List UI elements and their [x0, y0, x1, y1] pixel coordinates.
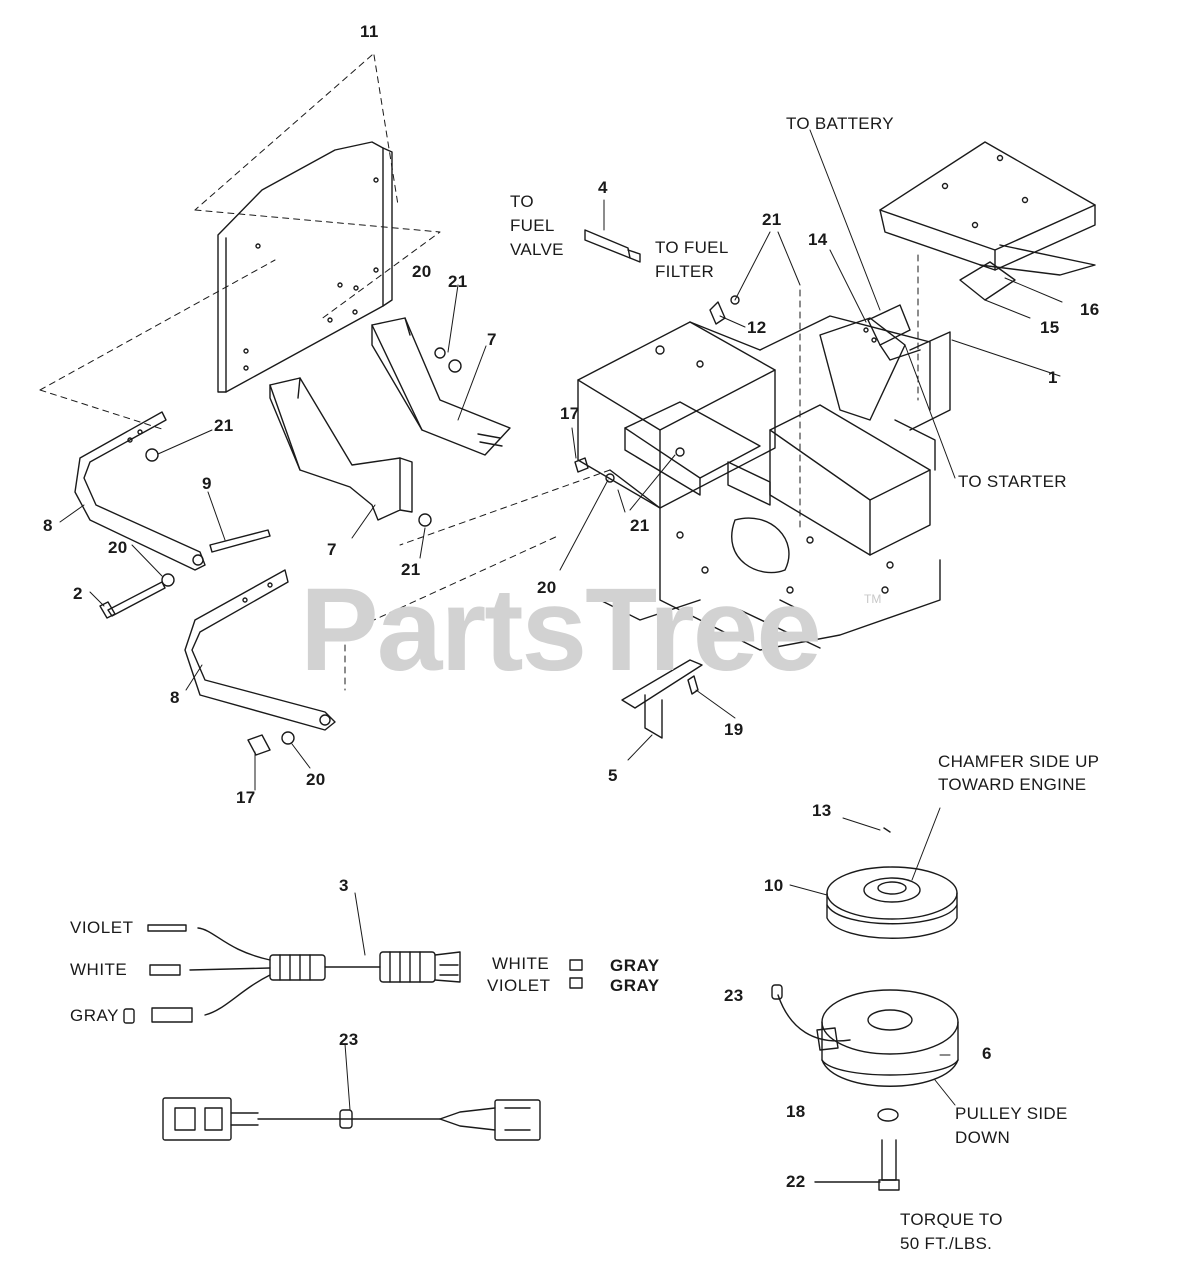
note-to: TO	[510, 192, 534, 211]
mount-plate-11	[217, 141, 393, 393]
callout-8-lower: 8	[170, 688, 180, 707]
callout-14: 14	[808, 230, 828, 249]
note-fuel: FUEL	[510, 216, 555, 235]
wire-label-violet: VIOLET	[70, 918, 134, 937]
callout-13: 13	[812, 801, 832, 820]
callout-17-upper: 17	[560, 404, 580, 423]
wire-label-white-right: WHITE	[492, 954, 550, 973]
callout-12: 12	[747, 318, 767, 337]
arm-8-lower	[184, 569, 336, 731]
harness-3	[123, 924, 583, 1024]
callout-16: 16	[1080, 300, 1100, 319]
note-to-starter: TO STARTER	[958, 472, 1067, 491]
clutch-6	[771, 984, 959, 1191]
callout-3: 3	[339, 876, 349, 895]
callout-21-frame: 21	[630, 516, 650, 535]
callout-21-lower: 21	[401, 560, 421, 579]
pin-9	[209, 529, 271, 553]
parts-tree-watermark: PartsTree	[300, 564, 822, 696]
note-filter: FILTER	[655, 262, 715, 281]
harness-23	[162, 1097, 541, 1141]
callout-1: 1	[1048, 368, 1058, 387]
callout-19: 19	[724, 720, 744, 739]
washers-20-21	[145, 347, 462, 756]
wire-label-white: WHITE	[70, 960, 128, 979]
callout-22: 22	[786, 1172, 806, 1191]
note-to-fuel: TO FUEL	[655, 238, 729, 257]
note-valve: VALVE	[510, 240, 564, 259]
callout-10: 10	[764, 876, 784, 895]
callout-21-upper: 21	[762, 210, 782, 229]
pulley-10	[826, 827, 958, 939]
bracket-7-right	[371, 317, 511, 456]
callout-21-mid: 21	[448, 272, 468, 291]
note-chamfer-1: CHAMFER SIDE UP	[938, 752, 1100, 771]
leader-lines	[59, 129, 1063, 1111]
bracket-7-left	[269, 377, 413, 521]
callout-17-lower: 17	[236, 788, 256, 807]
bolt-2	[99, 581, 166, 619]
note-pulley-1: PULLEY SIDE	[955, 1104, 1068, 1123]
note-to-battery: TO BATTERY	[786, 114, 894, 133]
callout-20-left: 20	[108, 538, 128, 557]
callout-18: 18	[786, 1102, 806, 1121]
fuel-line-4	[584, 229, 641, 263]
solenoid-14	[863, 304, 921, 361]
bracket-5	[621, 659, 703, 739]
callout-7-right: 7	[487, 330, 497, 349]
leader-dashed-lines	[39, 54, 919, 691]
trademark-mark: TM	[864, 592, 882, 606]
chassis-frame	[577, 315, 951, 651]
callout-11: 11	[360, 22, 379, 41]
callout-6: 6	[982, 1044, 992, 1063]
callout-7-left: 7	[327, 540, 337, 559]
wire-label-gray: GRAY	[70, 1006, 119, 1025]
wire-label-gray-right-2: GRAY	[610, 976, 660, 995]
seat-pan-16	[879, 141, 1096, 301]
wire-label-violet-right: VIOLET	[487, 976, 551, 995]
callout-15: 15	[1040, 318, 1060, 337]
callout-8-upper: 8	[43, 516, 53, 535]
bolt-17	[574, 447, 685, 483]
callout-20-upper: 20	[412, 262, 432, 281]
note-torque-1: TORQUE TO	[900, 1210, 1003, 1229]
callout-21-left: 21	[214, 416, 234, 435]
callout-4: 4	[598, 178, 608, 197]
callout-2: 2	[73, 584, 83, 603]
note-chamfer-2: TOWARD ENGINE	[938, 775, 1087, 794]
callout-20-frame: 20	[537, 578, 557, 597]
callout-23-harness: 23	[339, 1030, 359, 1049]
wire-label-gray-right-1: GRAY	[610, 956, 660, 975]
callout-5: 5	[608, 766, 618, 785]
callout-20-lower: 20	[306, 770, 326, 789]
arm-8-upper	[74, 411, 206, 571]
callout-23-clutch: 23	[724, 986, 744, 1005]
callout-9: 9	[202, 474, 212, 493]
note-pulley-2: DOWN	[955, 1128, 1011, 1147]
note-torque-2: 50 FT./LBS.	[900, 1234, 993, 1253]
